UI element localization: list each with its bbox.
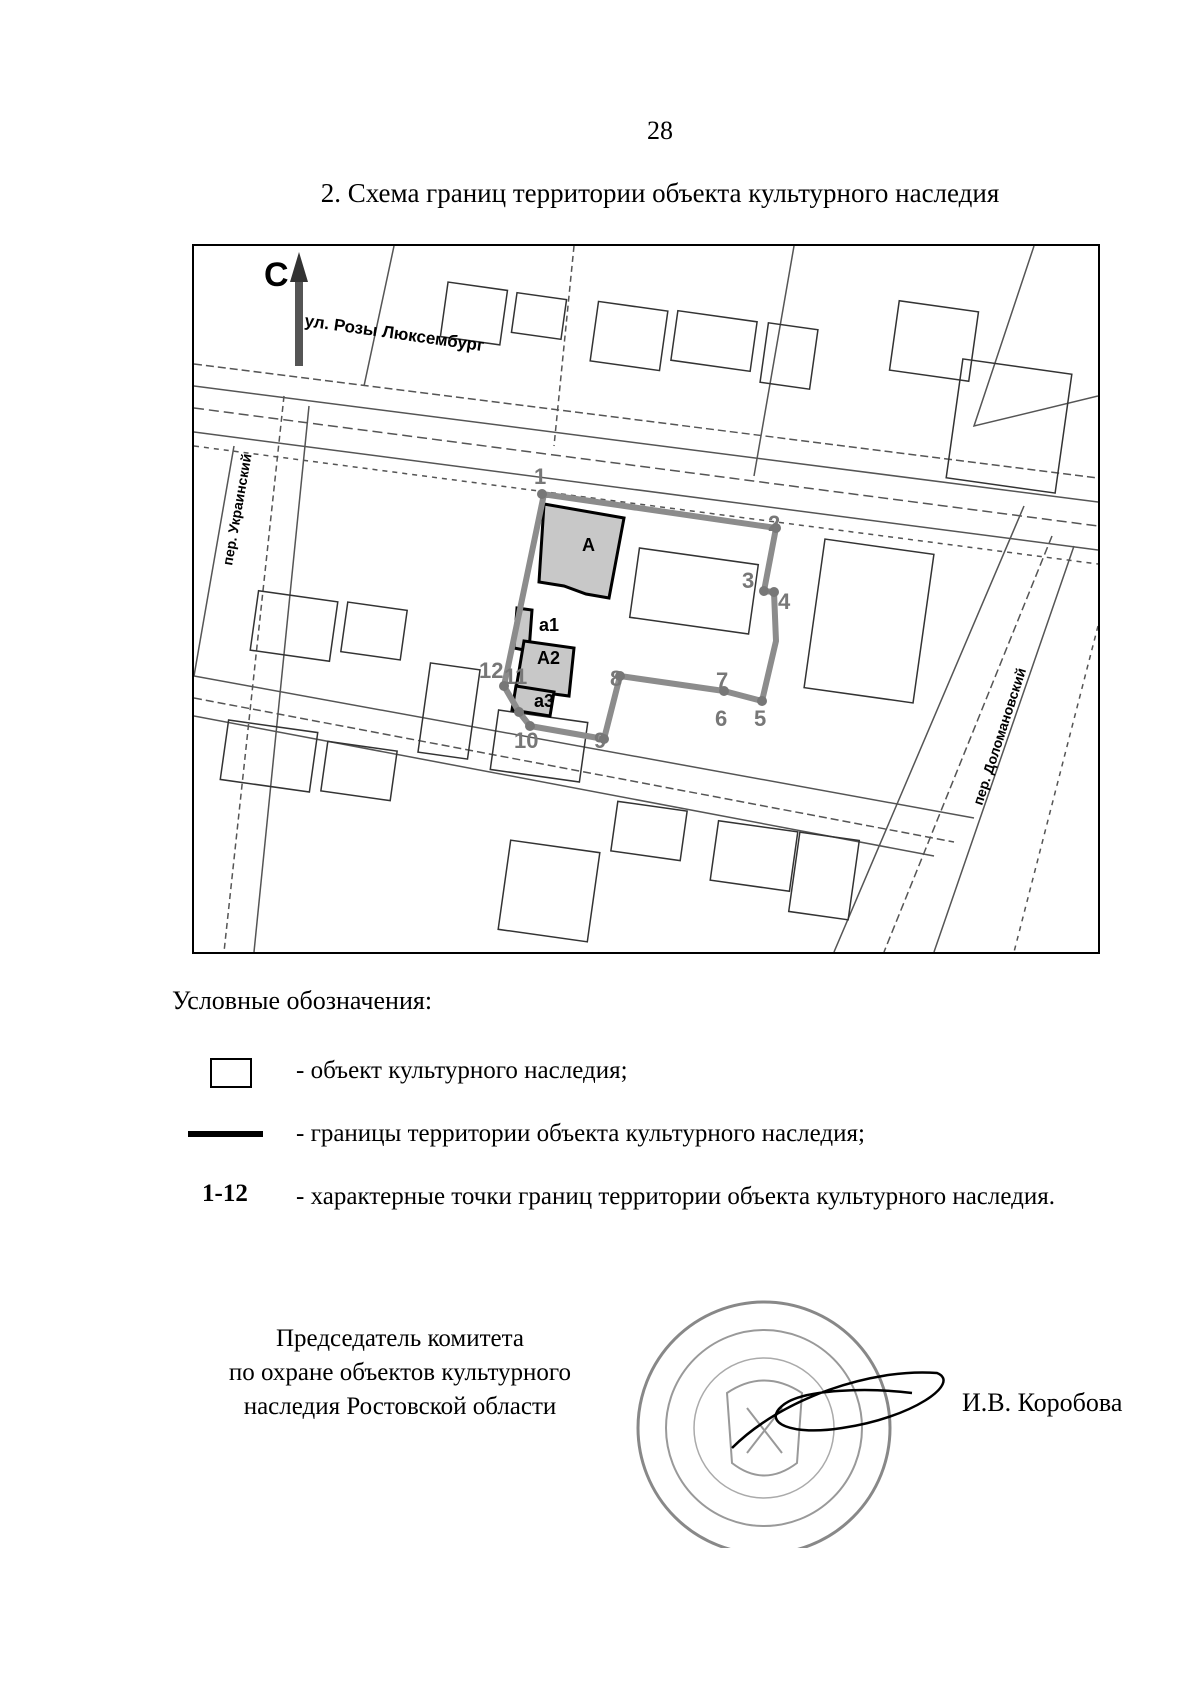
point-label-12: 12 bbox=[479, 658, 503, 683]
heritage-object bbox=[510, 502, 626, 718]
north-arrow-icon bbox=[290, 252, 308, 366]
cadastral-map: С ул. Розы Люксембург пер. Украинский пе… bbox=[192, 244, 1100, 954]
legend-heading: Условные обозначения: bbox=[172, 986, 433, 1015]
point-label-8: 8 bbox=[610, 666, 622, 691]
point-label-4: 4 bbox=[778, 589, 791, 614]
box-icon bbox=[210, 1058, 252, 1088]
legend-text-heritage-object: - объект культурного наследия; bbox=[296, 1057, 628, 1084]
signer-position-line-3: наследия Ростовской области bbox=[243, 1393, 557, 1420]
point-label-7: 7 bbox=[716, 668, 728, 693]
map-buildings bbox=[219, 281, 1073, 943]
street-label-rosa: ул. Розы Люксембург bbox=[303, 311, 485, 355]
signer-position-line-1: Председатель комитета bbox=[276, 1325, 524, 1352]
map-svg: С ул. Розы Люксембург пер. Украинский пе… bbox=[194, 246, 1098, 952]
point-label-3: 3 bbox=[742, 568, 754, 593]
point-label-11: 11 bbox=[504, 664, 527, 689]
signer-position: Председатель комитета по охране объектов… bbox=[190, 1322, 610, 1424]
seal-icon bbox=[636, 1300, 945, 1548]
point-label-10: 10 bbox=[514, 728, 538, 753]
object-label-a1: а1 bbox=[539, 615, 559, 635]
signature-icon bbox=[731, 1371, 945, 1449]
street-label-dolomanovsky: пер. Доломановский bbox=[970, 666, 1029, 807]
signer-position-line-2: по охране объектов культурного bbox=[228, 1359, 572, 1386]
point-label-9: 9 bbox=[594, 728, 606, 753]
point-label-6: 6 bbox=[715, 706, 727, 731]
boundary-points bbox=[499, 489, 781, 744]
page-title: 2. Схема границ территории объекта культ… bbox=[320, 178, 1000, 208]
object-label-a: А bbox=[582, 535, 595, 555]
point-label-2: 2 bbox=[768, 511, 780, 536]
thick-line-icon bbox=[188, 1131, 263, 1137]
page-number: 28 bbox=[647, 116, 673, 145]
map-street-lines bbox=[194, 246, 1098, 952]
legend-text-boundary: - границы территории объекта культурного… bbox=[296, 1120, 865, 1147]
object-label-a3: а3 bbox=[534, 691, 554, 711]
street-label-ukrainsky: пер. Украинский bbox=[219, 452, 254, 566]
object-label-a2: А2 bbox=[537, 648, 560, 668]
point-label-1: 1 bbox=[534, 464, 546, 489]
legend-points-symbol: 1-12 bbox=[202, 1180, 248, 1207]
point-label-5: 5 bbox=[754, 706, 766, 731]
north-label: С bbox=[264, 256, 289, 294]
legend-text-points: - характерные точки границ территории об… bbox=[296, 1183, 1055, 1210]
signer-name: И.В. Коробова bbox=[962, 1388, 1123, 1417]
